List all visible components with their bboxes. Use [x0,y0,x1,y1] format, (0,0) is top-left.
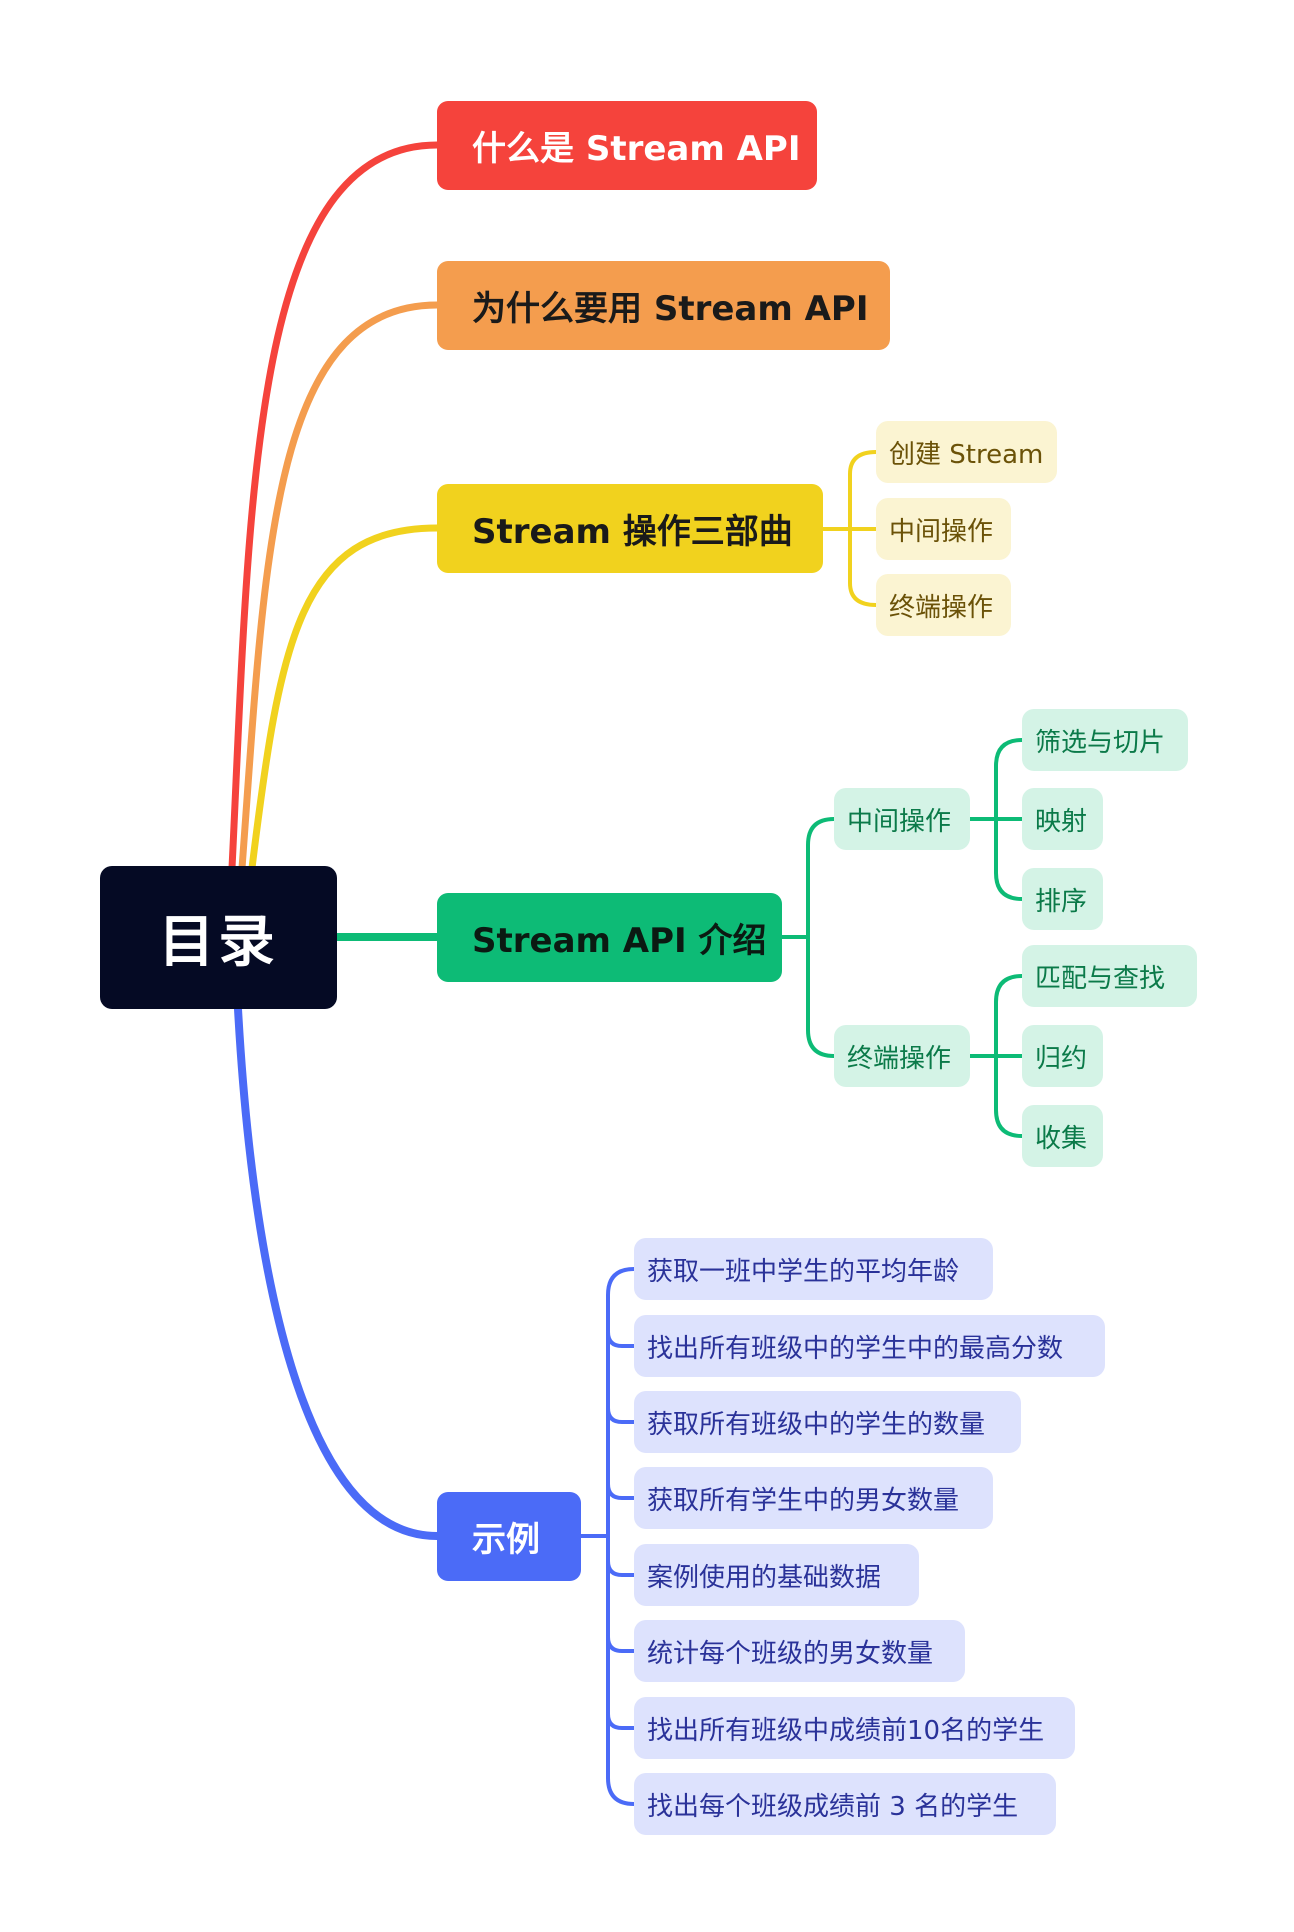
connector-bracket-5-tick [606,1559,636,1577]
sub-intermediate-ops[interactable]: 中间操作 [834,788,970,850]
leaf-filter-slice[interactable]: 筛选与切片 [1022,709,1188,771]
leaf-match-find[interactable]: 匹配与查找 [1022,945,1197,1007]
branch-examples[interactable]: 示例 [437,1492,581,1581]
connector-bracket-4-curve [806,817,836,1058]
example-item-3[interactable]: 获取所有班级中的学生的数量 [634,1391,1021,1453]
connector-bracket-5-tick [606,1406,636,1424]
connector-branch-3 [248,524,441,872]
example-item-4[interactable]: 获取所有学生中的男女数量 [634,1467,993,1529]
leaf-map[interactable]: 映射 [1022,788,1103,850]
connector-branch-1 [228,141,441,872]
connector-bracket-5-tick [606,1712,636,1730]
branch-what-is-stream-api[interactable]: 什么是 Stream API [437,101,817,190]
example-item-7[interactable]: 找出所有班级中成绩前10名的学生 [634,1697,1075,1759]
sub-create-stream[interactable]: 创建 Stream [876,421,1057,483]
example-item-5[interactable]: 案例使用的基础数据 [634,1544,919,1606]
example-item-6[interactable]: 统计每个班级的男女数量 [634,1620,965,1682]
branch-stream-three-steps[interactable]: Stream 操作三部曲 [437,484,823,573]
root-node[interactable]: 目录 [100,866,337,1009]
leaf-sort[interactable]: 排序 [1022,868,1103,930]
connector-bracket-5-curve [606,1267,636,1806]
connector-bracket-5-tick [606,1635,636,1653]
sub-terminal-ops[interactable]: 终端操作 [834,1025,970,1087]
connector-bracket-5-tick [606,1330,636,1348]
branch-why-use-stream-api[interactable]: 为什么要用 Stream API [437,261,890,350]
sub-terminal-ops[interactable]: 终端操作 [876,574,1011,636]
connector-branch-2 [238,301,441,872]
example-item-1[interactable]: 获取一班中学生的平均年龄 [634,1238,993,1300]
sub-intermediate-ops[interactable]: 中间操作 [876,498,1011,560]
leaf-collect[interactable]: 收集 [1022,1105,1103,1167]
leaf-reduce[interactable]: 归约 [1022,1025,1103,1087]
example-item-2[interactable]: 找出所有班级中的学生中的最高分数 [634,1315,1105,1377]
connector-bracket-5-tick [606,1482,636,1500]
branch-stream-api-intro[interactable]: Stream API 介绍 [437,893,782,982]
connector-branch-5 [234,1005,441,1540]
example-item-8[interactable]: 找出每个班级成绩前 3 名的学生 [634,1773,1056,1835]
